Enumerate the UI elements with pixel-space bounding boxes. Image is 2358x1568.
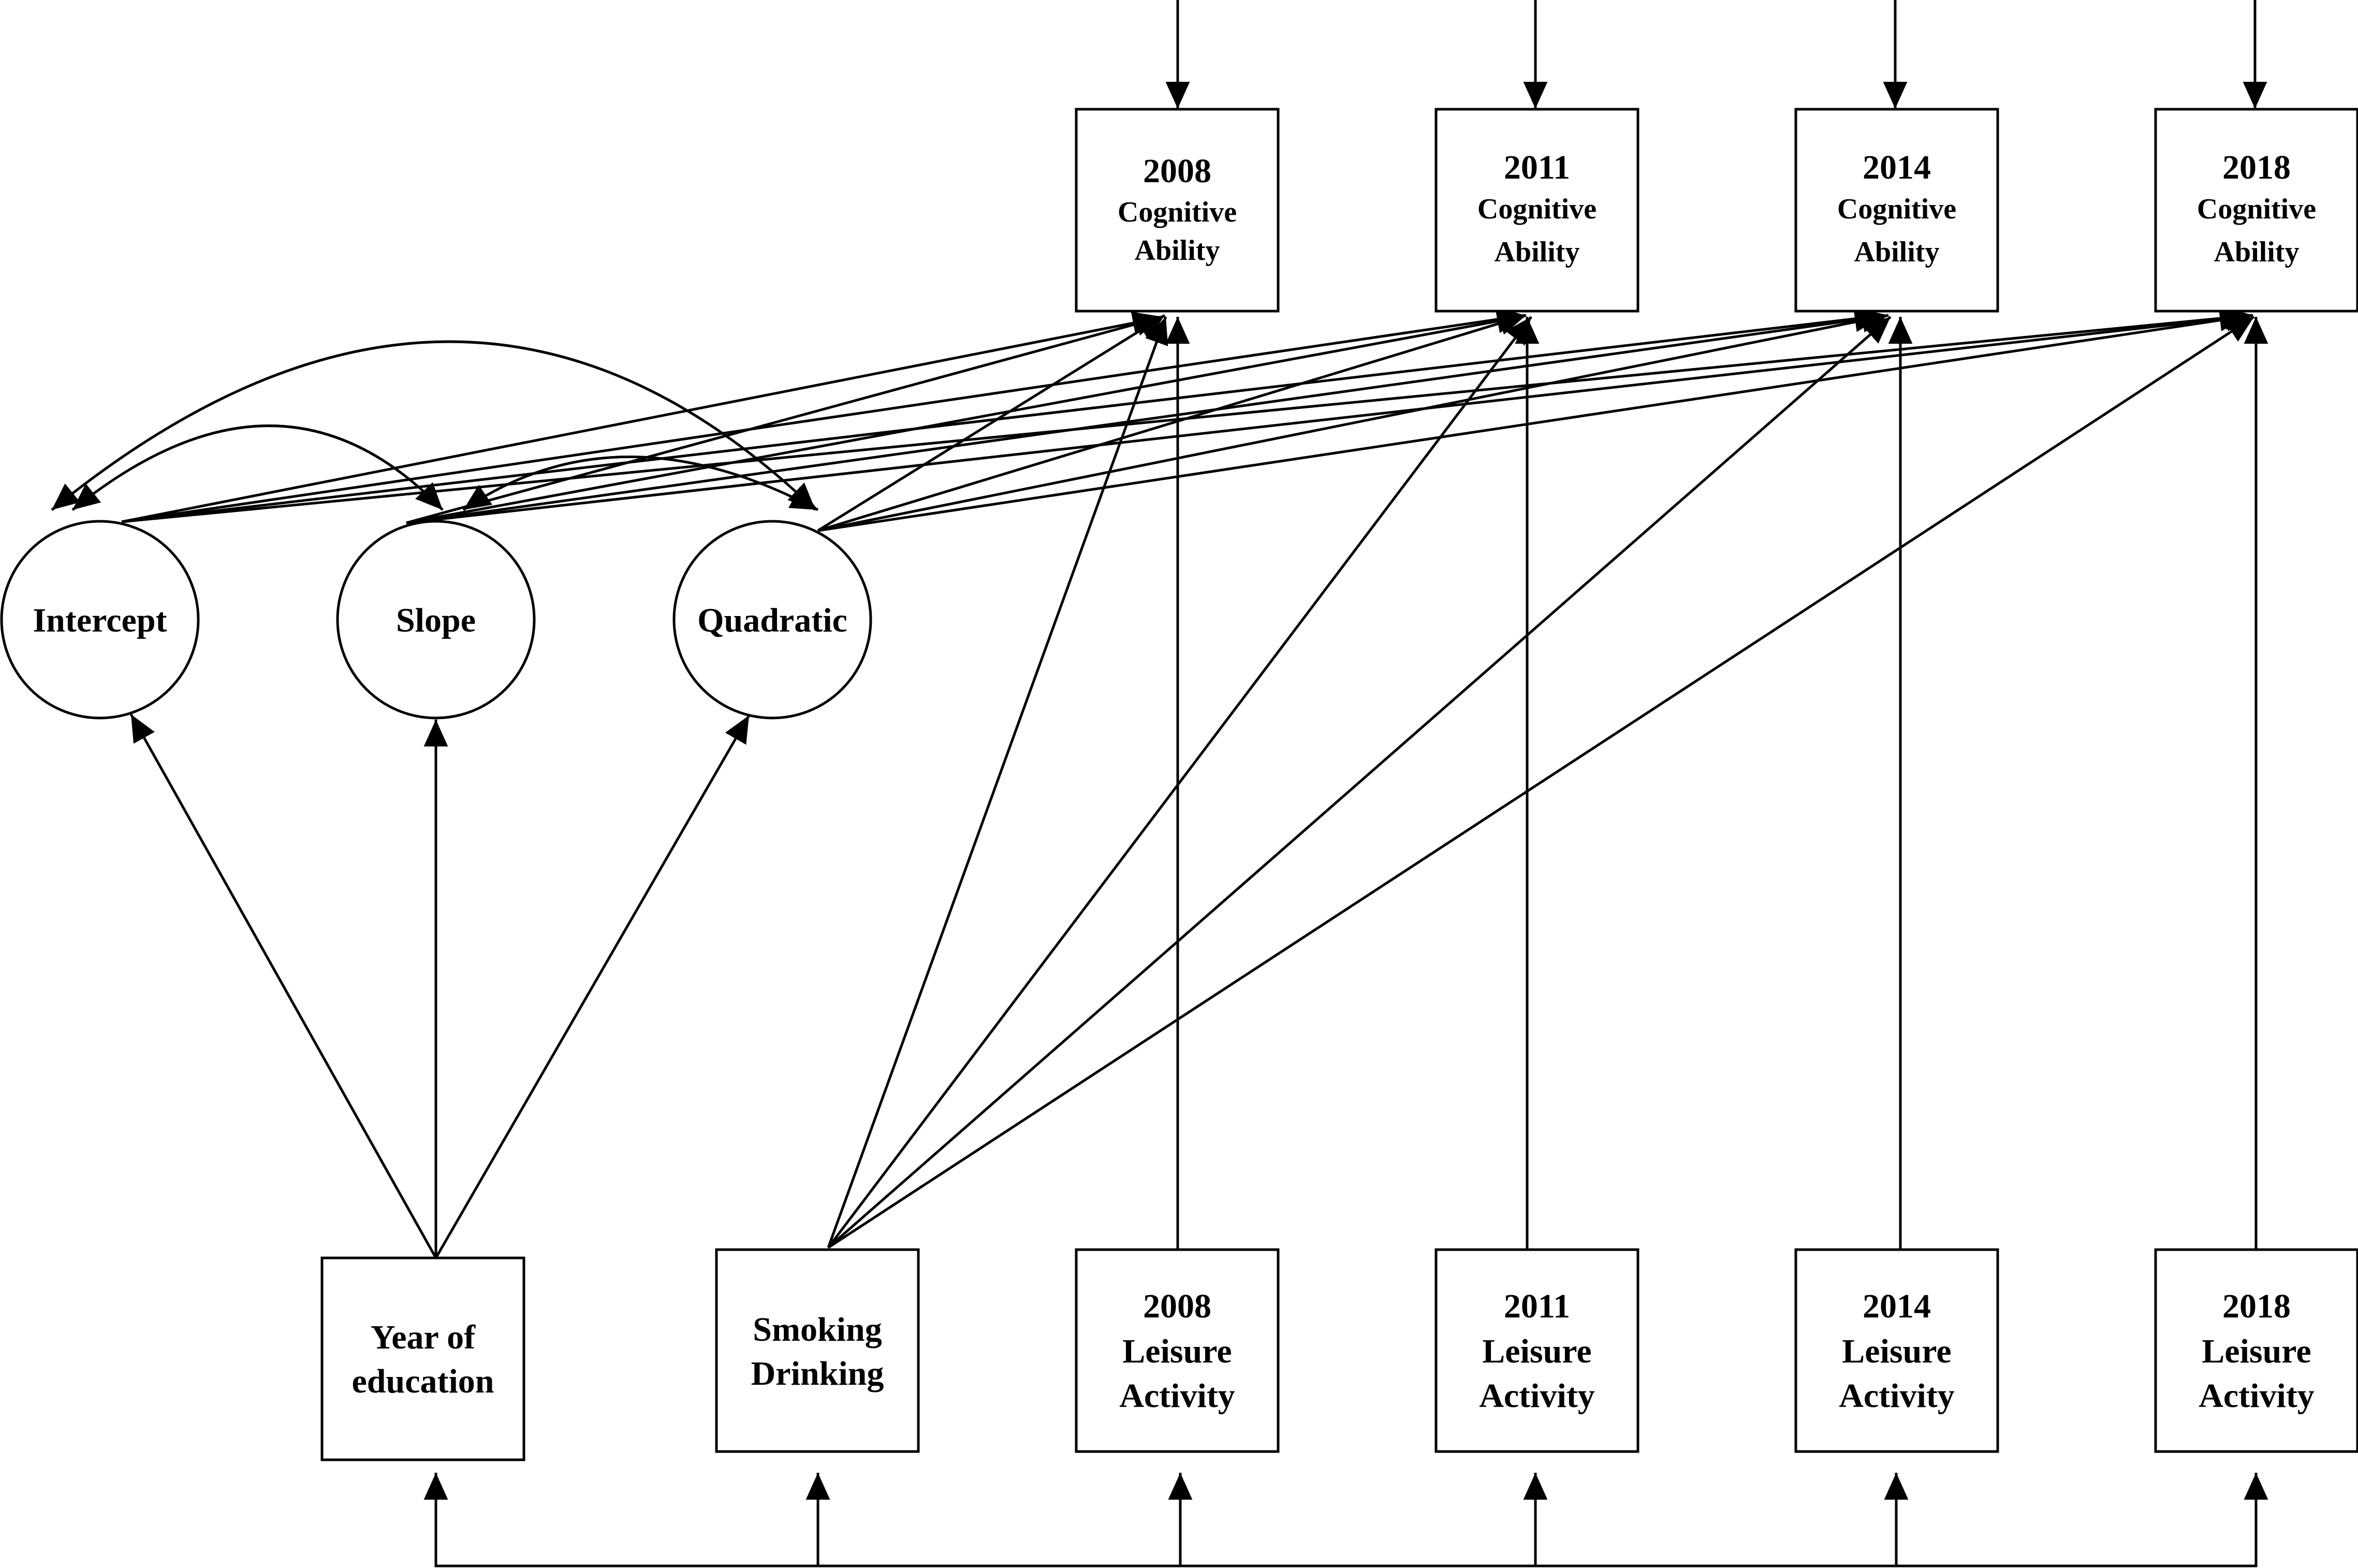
leisure-2018-line1: Leisure: [2202, 1332, 2311, 1370]
quadratic-circle: [672, 520, 872, 720]
leisure-2014-box: [1794, 1248, 1999, 1453]
path-education-quadratic: [434, 714, 751, 1259]
path-quadratic-2018: [817, 307, 2253, 532]
smoking-line2: Drinking: [751, 1355, 884, 1393]
covariance-intercept-quadratic: [51, 340, 816, 511]
path-smoking-2014: [827, 316, 1892, 1249]
education-line1: Year of: [371, 1318, 476, 1356]
path-slope-2014: [406, 308, 1882, 524]
education-line2: education: [351, 1362, 494, 1400]
leisure-2011-line1: Leisure: [1482, 1332, 1591, 1370]
path-smoking-2008: [827, 316, 1168, 1248]
path-intercept-2011: [121, 307, 1526, 523]
cognitive-2011-box: [1434, 108, 1639, 313]
intercept-circle: [0, 520, 200, 720]
cognitive-2018-line1: Cognitive: [2197, 193, 2316, 225]
leisure-2018-box: [2154, 1248, 2358, 1453]
slope-label: Slope: [396, 602, 476, 639]
cognitive-2011-year: 2011: [1504, 149, 1570, 186]
path-smoking-2018: [827, 315, 2255, 1249]
leisure-2014-line2: Activity: [1839, 1377, 1955, 1415]
leisure-2008-line2: Activity: [1119, 1377, 1235, 1415]
cognitive-2018-box: [2154, 108, 2358, 313]
smoking-drinking-box: [715, 1248, 920, 1453]
path-slope-2011: [406, 309, 1525, 524]
path-quadratic-2011: [817, 311, 1527, 532]
covariate-bracket: [434, 1473, 2258, 1567]
cognitive-2014-year: 2014: [1863, 149, 1931, 186]
cognitive-2008-line2: Ability: [1135, 235, 1220, 267]
leisure-2011-box: [1434, 1248, 1639, 1453]
cognitive-2011-line1: Cognitive: [1477, 193, 1597, 225]
leisure-2008-year: 2008: [1143, 1287, 1211, 1325]
path-slope-2008: [406, 312, 1163, 524]
cognitive-2008-year: 2008: [1143, 152, 1211, 190]
cognitive-2014-box: [1794, 108, 1999, 313]
path-quadratic-2014: [817, 309, 1889, 532]
leisure-2018-year: 2018: [2222, 1287, 2291, 1325]
smoking-line1: Smoking: [753, 1311, 882, 1349]
cognitive-2014-line2: Ability: [1854, 236, 1940, 268]
path-smoking-2011: [827, 316, 1532, 1249]
cognitive-2008-box: [1075, 108, 1280, 313]
cognitive-2008-line1: Cognitive: [1118, 196, 1237, 228]
cognitive-2018-line2: Ability: [2214, 236, 2300, 268]
path-slope-2018: [406, 307, 2247, 524]
leisure-2011-line2: Activity: [1479, 1377, 1595, 1415]
leisure-2008-box: [1075, 1248, 1280, 1453]
leisure-2014-line1: Leisure: [1842, 1332, 1951, 1370]
leisure-2008-line1: Leisure: [1122, 1332, 1232, 1370]
leisure-2018-line2: Activity: [2199, 1377, 2315, 1415]
cognitive-2014-line1: Cognitive: [1837, 193, 1956, 225]
path-education-intercept: [129, 713, 437, 1259]
path-intercept-2014: [121, 306, 1885, 523]
leisure-2011-year: 2011: [1504, 1287, 1570, 1325]
education-box: [320, 1256, 525, 1461]
leisure-2014-year: 2014: [1863, 1287, 1931, 1325]
intercept-label: Intercept: [33, 602, 167, 639]
cognitive-2018-year: 2018: [2222, 149, 2291, 186]
cognitive-2011-line2: Ability: [1495, 236, 1580, 268]
path-intercept-2008: [121, 311, 1160, 523]
quadratic-label: Quadratic: [697, 602, 847, 639]
slope-circle: [336, 520, 536, 720]
path-quadratic-2008: [817, 314, 1166, 532]
